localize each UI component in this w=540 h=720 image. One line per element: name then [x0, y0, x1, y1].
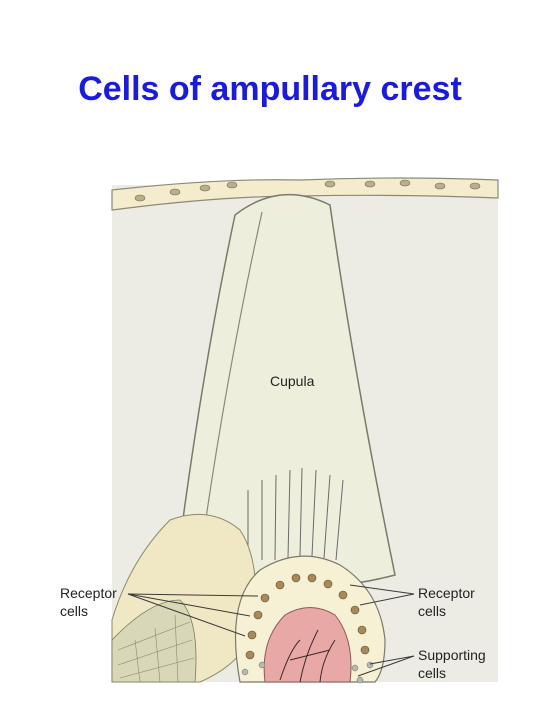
- leader-lines: [127, 584, 415, 677]
- page-title: Cells of ampullary crest: [78, 70, 462, 108]
- label-receptor-left-1: Receptor: [60, 585, 117, 601]
- label-receptor-right-2: cells: [418, 603, 446, 619]
- receptor-cells: [245, 573, 370, 660]
- supporting-cells: [241, 661, 374, 684]
- cupula-inner-outline: [199, 211, 263, 561]
- roof-epithelium-nuclei: [134, 179, 481, 202]
- label-supporting-2: cells: [418, 665, 446, 681]
- label-cupula: Cupula: [270, 373, 315, 389]
- cell-lattice-lines: [117, 614, 195, 683]
- label-receptor-left-2: cells: [60, 603, 88, 619]
- label-receptor-right-1: Receptor: [418, 585, 475, 601]
- label-supporting-1: Supporting: [418, 647, 486, 663]
- nerve-fibers: [279, 629, 336, 683]
